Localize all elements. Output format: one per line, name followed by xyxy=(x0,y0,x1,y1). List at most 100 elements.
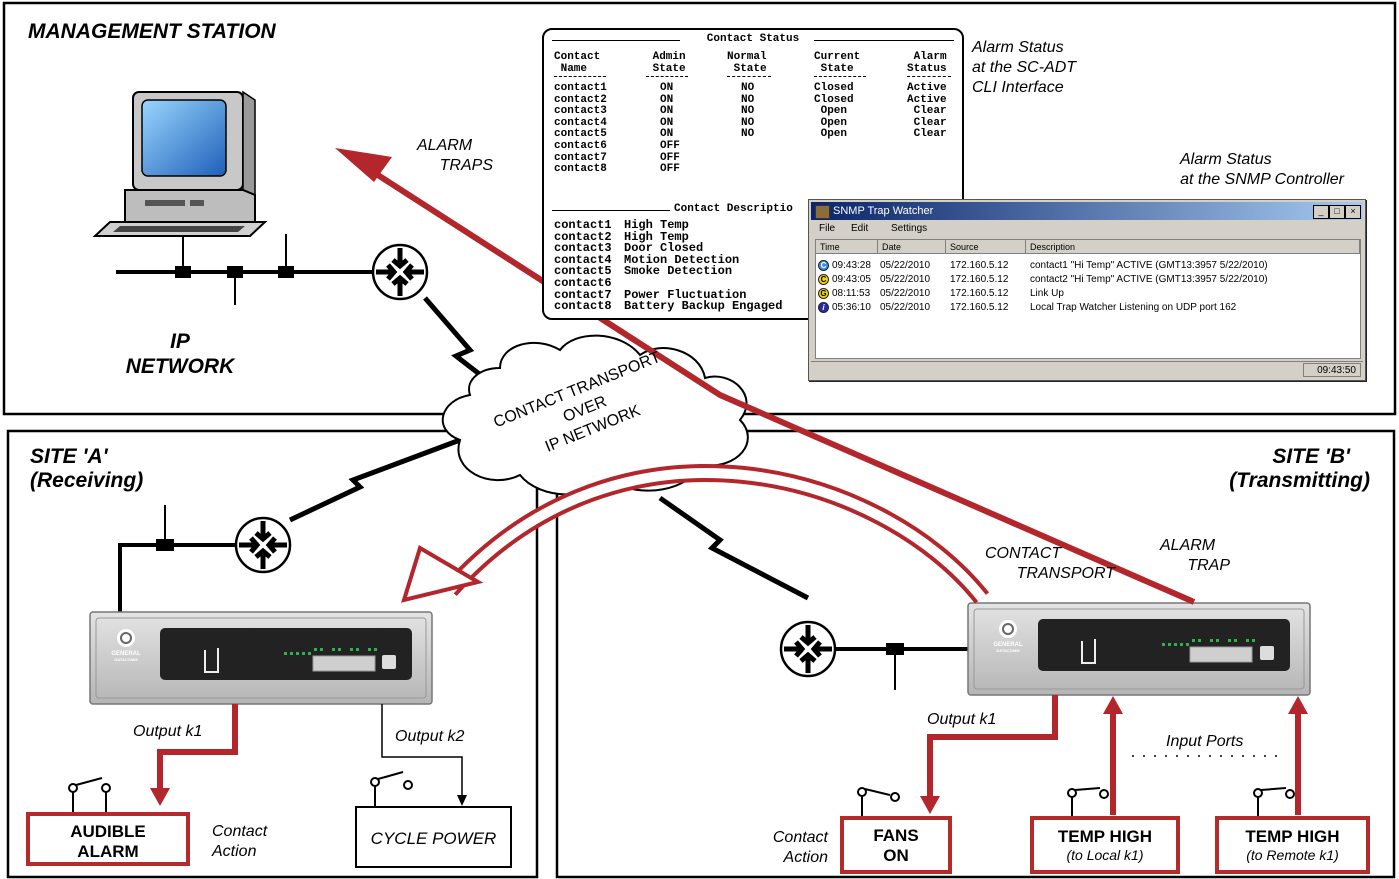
trap-watcher-title: SNMP Trap Watcher xyxy=(833,205,934,217)
row-time: 09:43:05 xyxy=(832,274,871,285)
computer-icon xyxy=(92,90,268,237)
row-description: contact1 "Hi Temp" ACTIVE (GMT13:3957 5/… xyxy=(1030,260,1268,271)
col-header-time[interactable]: Time xyxy=(816,240,878,254)
row-source: 172.160.5.12 xyxy=(950,260,1009,271)
app-icon xyxy=(815,205,830,219)
row-description: contact2 "Hi Temp" ACTIVE (GMT13:3957 5/… xyxy=(1030,274,1268,285)
col-header-date[interactable]: Date xyxy=(878,240,946,254)
brand-b-line2: DATACOMM xyxy=(996,648,1020,653)
audible-alarm-line1: AUDIBLE xyxy=(70,822,146,841)
snmp-trap-watcher-window: SNMP Trap Watcher _ □ × File Edit Settin… xyxy=(808,199,1366,381)
table-row[interactable]: i 05:36:10 05/22/2010 172.160.5.12 Local… xyxy=(816,301,1360,314)
row-source: 172.160.5.12 xyxy=(950,274,1009,285)
fans-on-line2: ON xyxy=(883,845,909,865)
output-k1-line-b xyxy=(927,695,1058,798)
router-icon-mgmt xyxy=(371,243,429,301)
site-b-panel xyxy=(555,429,1396,879)
snmp-caption-line1: Alarm Status xyxy=(1180,151,1272,168)
maximize-icon[interactable]: □ xyxy=(1329,205,1345,219)
cli-header-admin: Admin State xyxy=(652,51,686,75)
col-header-description[interactable]: Description xyxy=(1026,240,1360,254)
cli-desc-names: contact1 contact2 contact3 contact4 cont… xyxy=(554,218,612,314)
contact-action-a-line1: Contact xyxy=(212,823,268,840)
snmp-caption: Alarm Status at the SNMP Controller xyxy=(1150,150,1344,190)
row-date: 05/22/2010 xyxy=(880,274,931,285)
brand-a-line1: GENERAL xyxy=(111,651,141,657)
row-date: 05/22/2010 xyxy=(880,302,931,313)
contact-action-label-a: Contact Action xyxy=(212,822,267,862)
cli-header-normal: Normal State xyxy=(727,51,767,75)
cli-col-alarm: Active Active Clear Clear Clear xyxy=(907,82,947,141)
ip-network-label: IP NETWORK xyxy=(120,329,240,379)
status-bar xyxy=(811,361,1363,378)
alarm-trap-label: ALARM TRAP xyxy=(1160,536,1230,576)
close-icon[interactable]: × xyxy=(1345,205,1361,219)
table-row[interactable]: G 08:11:53 05/22/2010 172.160.5.12 Link … xyxy=(816,287,1360,300)
temp-high-local-line1: TEMP HIGH xyxy=(1057,827,1153,846)
output-k2-line-a xyxy=(381,704,463,796)
cli-caption-line3: CLI Interface xyxy=(972,79,1064,96)
cli-caption-line1: Alarm Status xyxy=(972,39,1064,56)
fans-on-line1: FANS xyxy=(873,826,919,845)
switch-icon-temp-local xyxy=(1067,787,1109,816)
contact-transport-line2: TRANSPORT xyxy=(1016,565,1115,582)
output-k2-label-a: Output k2 xyxy=(395,728,465,745)
sc-adt-device-site-a xyxy=(89,611,433,705)
input-ports-label: Input Ports xyxy=(1166,733,1244,750)
router-icon-site-a xyxy=(234,516,292,574)
site-a-title: SITE 'A' (Receiving) xyxy=(30,445,143,493)
table-row[interactable]: C 09:43:05 05/22/2010 172.160.5.12 conta… xyxy=(816,273,1360,286)
alarm-traps-line2: TRAPS xyxy=(439,157,493,174)
temp-high-local-line2: (to Local k1) xyxy=(1066,846,1144,863)
contact-transport-label: CONTACT TRANSPORT xyxy=(985,544,1115,584)
switch-icon-cycle-power xyxy=(370,771,413,806)
status-clock: 09:43:50 xyxy=(1303,363,1361,377)
ip-network-line2: NETWORK xyxy=(125,355,235,379)
brand-label-b: GENERAL DATACOMM xyxy=(986,642,1030,653)
site-b-title: SITE 'B' (Transmitting) xyxy=(1210,445,1370,493)
brand-label-a: GENERAL DATACOMM xyxy=(104,651,148,662)
generic-trap-icon: G xyxy=(818,288,829,299)
menu-settings[interactable]: Settings xyxy=(891,223,928,234)
brand-a-line2: DATACOMM xyxy=(114,657,138,662)
row-date: 05/22/2010 xyxy=(880,288,931,299)
row-time: 05:36:10 xyxy=(832,302,871,313)
col-header-source[interactable]: Source xyxy=(946,240,1026,254)
cli-caption: Alarm Status at the SC-ADT CLI Interface xyxy=(972,38,1076,98)
row-description: Local Trap Watcher Listening on UDP port… xyxy=(1030,302,1237,313)
audible-alarm-line2: ALARM xyxy=(77,841,139,861)
trap-list[interactable]: Time Date Source Description C 09:43:28 … xyxy=(815,239,1361,359)
cli-col-contact-names: contact1 contact2 contact3 contact4 cont… xyxy=(554,82,607,176)
fans-on-box: FANS ON xyxy=(840,816,952,874)
contact-trap-icon: C xyxy=(818,274,829,285)
menu-file[interactable]: File xyxy=(819,223,836,234)
contact-action-label-b: Contact Action xyxy=(764,828,828,868)
audible-alarm-box: AUDIBLE ALARM xyxy=(26,812,190,866)
contact-trap-icon: C xyxy=(818,260,829,271)
alarm-trap-arrow xyxy=(368,167,1196,605)
trap-watcher-titlebar[interactable]: SNMP Trap Watcher xyxy=(811,202,1363,220)
minimize-icon[interactable]: _ xyxy=(1313,205,1329,219)
cycle-power-box: CYCLE POWER xyxy=(355,806,512,868)
output-k1-label-a: Output k1 xyxy=(133,723,203,740)
management-station-title: MANAGEMENT STATION xyxy=(28,20,276,43)
info-icon: i xyxy=(818,302,829,313)
alarm-trap-line1: ALARM xyxy=(1160,537,1216,554)
temp-high-remote-box: TEMP HIGH (to Remote k1) xyxy=(1215,816,1370,874)
menu-edit[interactable]: Edit xyxy=(851,223,869,234)
switch-icon-audible xyxy=(68,777,111,812)
wan-link-site-b xyxy=(658,495,810,601)
alarm-traps-line1: ALARM xyxy=(417,137,473,154)
sc-adt-device-site-b xyxy=(967,602,1311,696)
cli-desc-title: Contact Descriptio xyxy=(674,203,793,215)
cli-header-name: Contact Name xyxy=(554,51,601,75)
switch-icon-fans xyxy=(857,787,900,816)
switch-icon-temp-remote xyxy=(1253,787,1295,816)
site-a-panel xyxy=(6,429,539,879)
wan-link-site-a xyxy=(288,437,461,523)
cli-col-normal: NO NO NO NO NO xyxy=(741,82,755,141)
table-row[interactable]: C 09:43:28 05/22/2010 172.160.5.12 conta… xyxy=(816,259,1360,272)
contact-transport-line1: CONTACT xyxy=(985,545,1062,562)
